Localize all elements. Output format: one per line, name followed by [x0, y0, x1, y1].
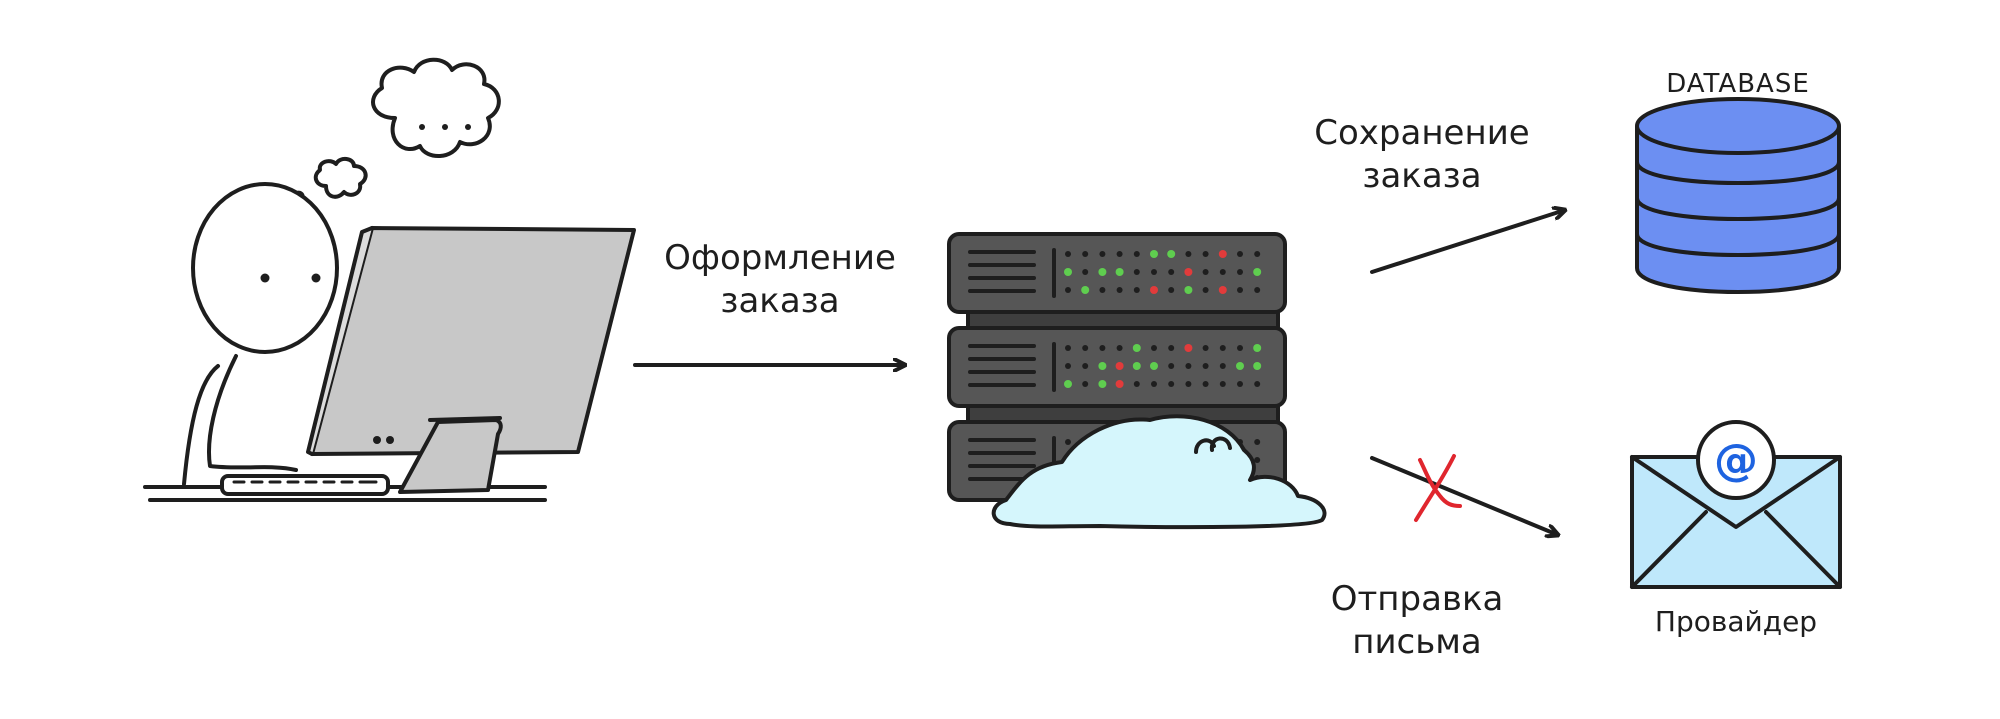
edge-label-send-email-line1: Отправка — [1330, 579, 1504, 619]
edge-label-save-order-line1: Сохранение — [1314, 113, 1530, 153]
edge-label-checkout-line2: заказа — [720, 280, 840, 321]
email-at-icon — [1696, 420, 1776, 500]
person-at-computer-icon — [143, 57, 636, 502]
edge-label-save-order: Сохранение заказа — [1302, 112, 1542, 197]
edge-label-save-order-line2: заказа — [1362, 155, 1482, 196]
server-unit — [947, 232, 1287, 314]
provider-label: Провайдер — [1654, 605, 1818, 638]
arrow-send-email — [1370, 456, 1558, 535]
monitor-stand — [398, 418, 503, 494]
edge-label-checkout-line1: Оформление — [664, 238, 896, 278]
database-label: DATABASE — [1666, 69, 1810, 99]
cloud-icon — [991, 414, 1327, 530]
edge-label-checkout: Оформление заказа — [660, 237, 900, 322]
email-envelope-icon: @ — [1630, 420, 1842, 589]
database-icon — [1635, 97, 1841, 294]
edge-label-send-email: Отправка письма — [1297, 578, 1537, 663]
thought-cloud-large-icon — [371, 57, 501, 158]
arrow-save-order — [1370, 210, 1565, 274]
keyboard — [220, 474, 390, 496]
server-unit — [947, 326, 1287, 408]
svg-text:@: @ — [1714, 435, 1758, 486]
fail-cross-icon — [1414, 454, 1462, 522]
thought-cloud-small-icon — [313, 157, 368, 199]
server-rack-cloud-icon — [947, 232, 1327, 530]
person-head — [191, 182, 339, 354]
edge-label-send-email-line2: письма — [1352, 621, 1482, 662]
